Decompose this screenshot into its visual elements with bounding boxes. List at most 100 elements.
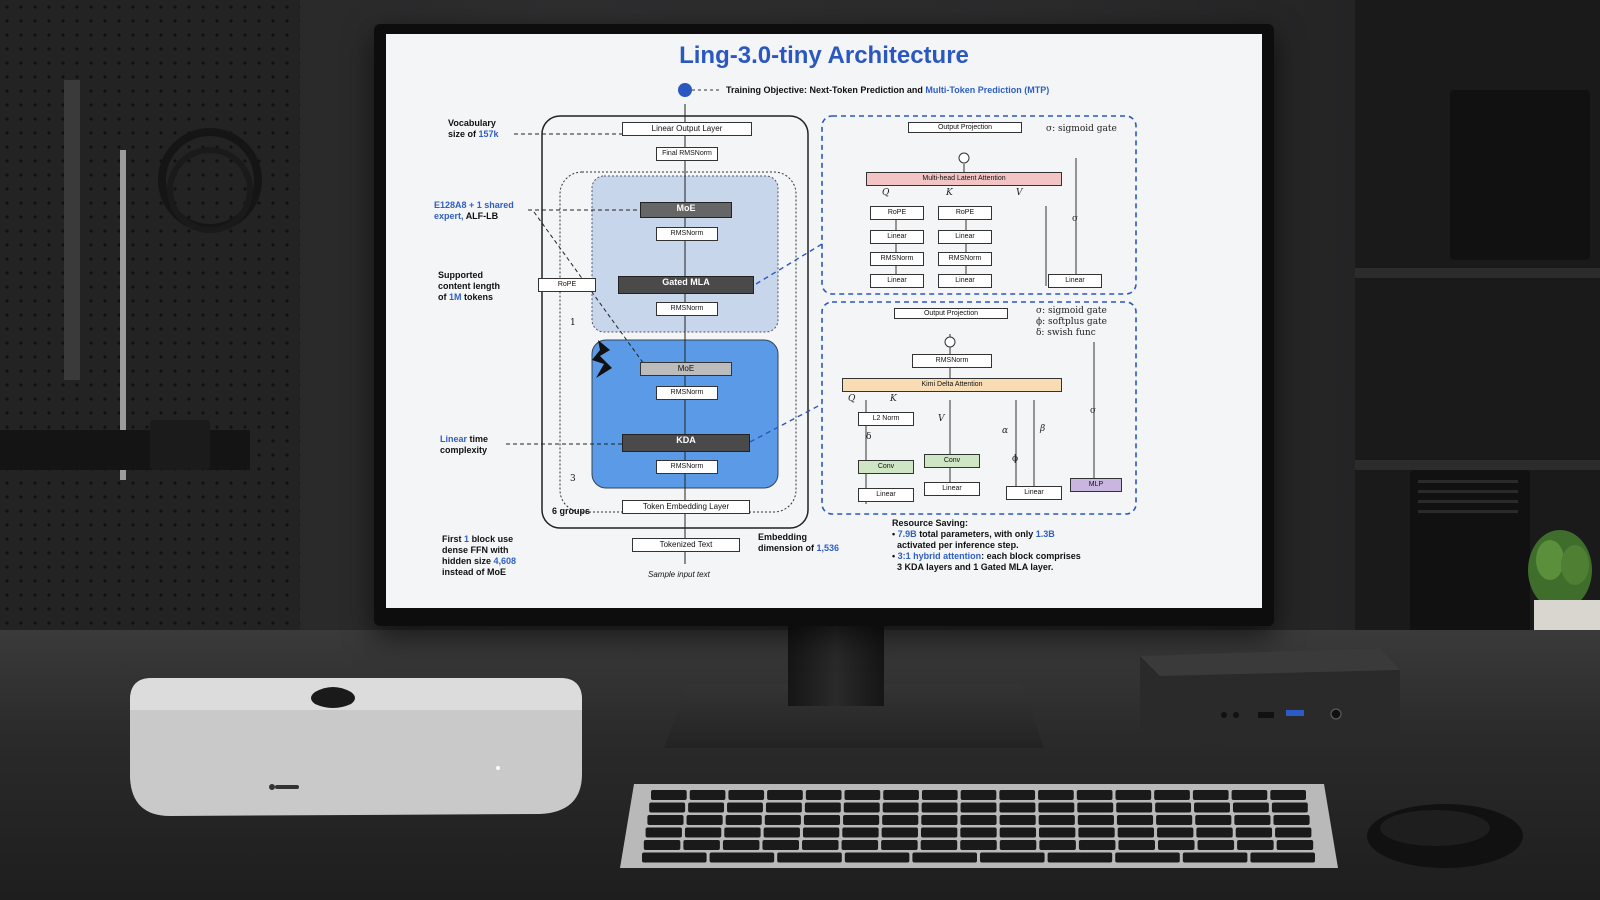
- keyboard-key: [960, 790, 997, 800]
- pegboard-tools: [0, 80, 262, 480]
- training-objective: Training Objective: Next-Token Predictio…: [726, 85, 923, 95]
- rmsnorm-d: RMSNorm: [656, 460, 718, 474]
- keyboard-key: [844, 852, 910, 863]
- keyboard-key: [647, 815, 684, 825]
- note-context: Supported content length of 1M tokens: [438, 270, 500, 302]
- mla-output-projection: Output Projection: [908, 122, 1022, 133]
- keyboard-key: [1237, 840, 1274, 850]
- kda-v: V: [938, 414, 945, 424]
- keyboard-key: [960, 827, 997, 838]
- kda-box: KDA: [622, 434, 750, 452]
- keyboard-key: [804, 802, 841, 813]
- final-rmsnorm: Final RMSNorm: [656, 147, 718, 161]
- keyboard-key: [686, 815, 723, 825]
- mla-rmsnorm-1: RMSNorm: [870, 252, 924, 266]
- note-linear: Linear time complexity: [440, 434, 489, 455]
- keyboard-key: [1276, 840, 1314, 850]
- note-experts: E128A8 + 1 shared expert, ALF-LB: [434, 200, 514, 221]
- kda-sigma-gate: σ: [1090, 406, 1097, 416]
- kda-conv-1: Conv: [858, 460, 914, 474]
- mac-mini: [130, 678, 582, 816]
- count-three: 3: [570, 474, 576, 484]
- keyboard-key: [1117, 827, 1155, 838]
- keyboard-key: [722, 840, 760, 850]
- keyboard-key: [920, 840, 958, 850]
- kimi-delta-attention: Kimi Delta Attention: [842, 378, 1062, 392]
- kda-phi-gate: ϕ: [1012, 454, 1019, 464]
- keyboard-key: [767, 790, 803, 800]
- keyboard-key: [980, 852, 1045, 863]
- keyboard-key: [912, 852, 977, 863]
- kda-alpha: α: [1002, 426, 1009, 436]
- keyboard-key: [882, 802, 919, 813]
- keyboard-key: [843, 802, 880, 813]
- monitor-screen: Ling-3.0-tiny Architecture: [386, 34, 1262, 608]
- keyboard-key: [1039, 827, 1076, 838]
- keyboard-key: [651, 790, 687, 800]
- pc-case: [1410, 470, 1530, 650]
- keyboard-key: [1157, 840, 1195, 850]
- keyboard-key: [1038, 790, 1074, 800]
- mla-linear-2: Linear: [938, 230, 992, 244]
- keyboard-key: [960, 815, 997, 825]
- shelf-board: [1355, 460, 1600, 470]
- keyboard-key: [1250, 852, 1315, 863]
- keyboard-key: [1076, 790, 1113, 800]
- keyboard-key: [803, 815, 841, 825]
- mla-linear-4: Linear: [938, 274, 992, 288]
- kda-q: Q: [848, 394, 856, 404]
- keyboard-key: [960, 802, 997, 813]
- keyboard-key: [921, 790, 958, 800]
- keyboard-key: [684, 827, 722, 838]
- kda-l2norm: L2 Norm: [858, 412, 914, 426]
- keyboard-key: [642, 852, 707, 863]
- keyboard-key: [999, 790, 1036, 800]
- keyboard-key: [1047, 852, 1113, 863]
- rope-box: RoPE: [538, 278, 596, 292]
- keyboard-key: [1038, 802, 1075, 813]
- mla-linear-3: Linear: [870, 274, 924, 288]
- keyboard-key: [1197, 840, 1235, 850]
- mla-v: V: [1016, 188, 1023, 198]
- keyboard-key: [960, 840, 997, 850]
- keyboard-key: [921, 802, 958, 813]
- kda-beta: β: [1040, 424, 1046, 434]
- moe-top: MoE: [640, 202, 732, 218]
- kda-conv-2: Conv: [924, 454, 980, 468]
- keyboard-key: [1118, 840, 1155, 850]
- keyboard-key: [1195, 815, 1232, 825]
- keyboard-key: [649, 802, 686, 813]
- kda-mlp: MLP: [1070, 478, 1122, 492]
- mouse: [1367, 804, 1523, 868]
- kda-delta: δ: [866, 432, 872, 442]
- kda-output-projection: Output Projection: [894, 308, 1008, 319]
- kda-linear-1: Linear: [858, 488, 914, 502]
- keyboard-key: [1157, 827, 1194, 838]
- keyboard-key: [841, 840, 879, 850]
- keyboard-key: [1270, 790, 1306, 800]
- keyboard-key: [689, 790, 726, 800]
- moe-bottom: MoE: [640, 362, 732, 376]
- keyboard-key: [1235, 827, 1273, 838]
- keyboard-key: [1038, 815, 1075, 825]
- keyboard-key: [1156, 815, 1193, 825]
- mla-rmsnorm-2: RMSNorm: [938, 252, 992, 266]
- keyboard-key: [802, 827, 840, 838]
- keyboard-key: [1078, 827, 1115, 838]
- mla-rope-1: RoPE: [870, 206, 924, 220]
- keyboard-key: [683, 840, 720, 850]
- keyboard-key: [920, 827, 958, 838]
- groups-label: 6 groups: [552, 506, 591, 516]
- tokenized-text: Tokenized Text: [632, 538, 740, 552]
- keyboard-key: [1194, 802, 1230, 813]
- mla-rope-2: RoPE: [938, 206, 992, 220]
- keyboard: [620, 784, 1338, 868]
- keyboard-key: [1234, 815, 1271, 825]
- keyboard-key: [1182, 852, 1248, 863]
- keyboard-key: [688, 802, 725, 813]
- keyboard-key: [802, 840, 839, 850]
- keyboard-key: [724, 827, 761, 838]
- keyboard-key: [999, 827, 1037, 838]
- keyboard-key: [1154, 790, 1190, 800]
- diagram-lines: [506, 83, 1137, 564]
